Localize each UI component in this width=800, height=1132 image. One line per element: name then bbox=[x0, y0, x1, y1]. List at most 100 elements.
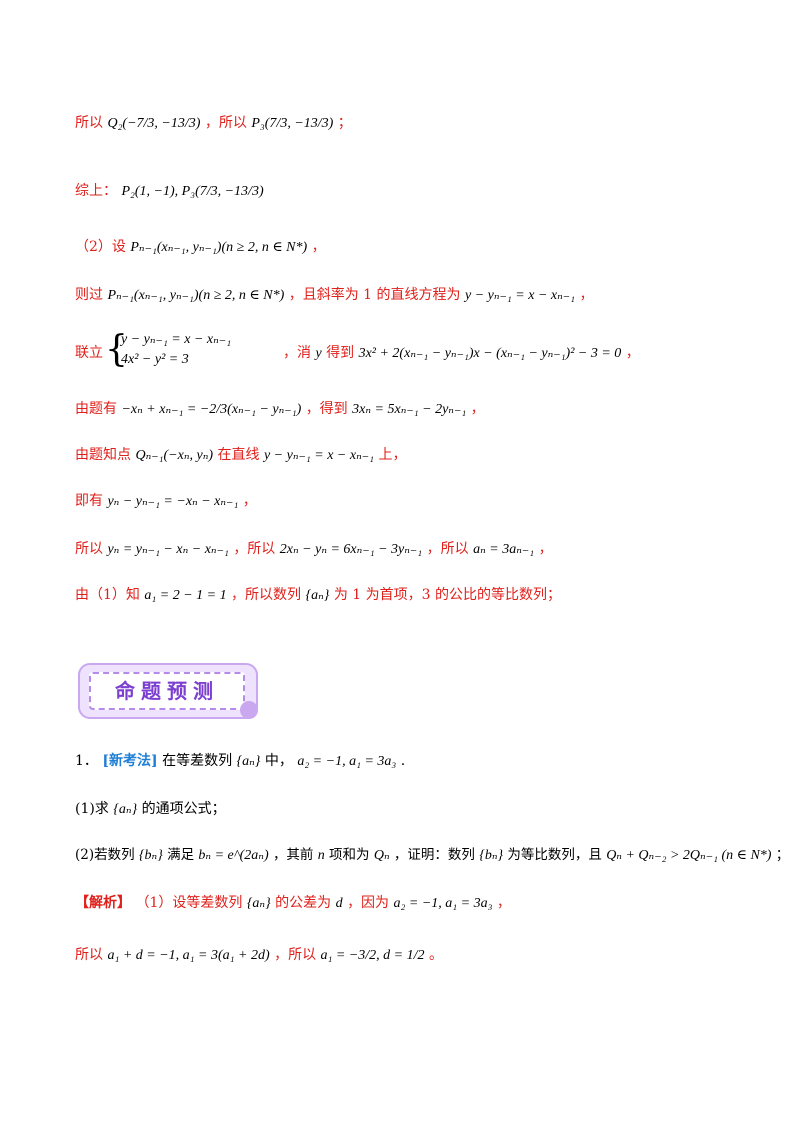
formula: a₁ = −3/2, d = 1/2 bbox=[320, 948, 425, 963]
text: 由（1）知 bbox=[75, 587, 140, 603]
text: 所以 bbox=[75, 115, 103, 131]
text: ，证明：数列 bbox=[393, 847, 475, 863]
formula: Qₙ + Qₙ₋₂ > 2Qₙ₋₁ (n ∈ N*) bbox=[606, 848, 772, 863]
formula: {bₙ} bbox=[479, 848, 504, 863]
text: 为 1 为首项，3 的公比的等比数列； bbox=[333, 587, 561, 603]
solution-line-10: 由（1）知 a₁ = 2 − 1 = 1 ，所以数列 {aₙ} 为 1 为首项，… bbox=[75, 584, 760, 607]
text: (2)若数列 bbox=[75, 847, 135, 863]
text: (1)求 bbox=[75, 801, 109, 817]
text: 由题有 bbox=[75, 401, 117, 417]
text: ，其前 bbox=[272, 847, 314, 863]
text: 所以 bbox=[75, 947, 103, 963]
formula: {aₙ} bbox=[236, 754, 261, 769]
formula: a₂ = −1, a₁ = 3a₃ bbox=[297, 754, 397, 769]
text: ， bbox=[579, 287, 594, 303]
text: （2）设 bbox=[75, 239, 126, 255]
text: ，所以 bbox=[204, 115, 247, 131]
solution-line-9: 所以 yₙ = yₙ₋₁ − xₙ − xₙ₋₁ ，所以 2xₙ − yₙ = … bbox=[75, 538, 760, 561]
text: 得到 bbox=[326, 345, 355, 361]
solution-line-7: 由题知点 Qₙ₋₁(−xₙ, yₙ) 在直线 y − yₙ₋₁ = x − xₙ… bbox=[75, 444, 760, 467]
formula: bₙ = e^(2aₙ) bbox=[198, 848, 269, 863]
text: ，所以数列 bbox=[231, 587, 302, 603]
formula: a₂ = −1, a₁ = 3a₃ bbox=[393, 896, 493, 911]
text: ； bbox=[337, 115, 352, 131]
text: 在等差数列 bbox=[162, 753, 233, 769]
formula: Q₂(−7/3, −13/3) bbox=[107, 116, 201, 131]
formula: Qₙ bbox=[373, 848, 390, 863]
analysis-line-1: 【解析】 （1）设等差数列 {aₙ} 的公差为 d ，因为 a₂ = −1, a… bbox=[75, 892, 760, 915]
formula: yₙ = yₙ₋₁ − xₙ − xₙ₋₁ bbox=[107, 542, 229, 557]
section-banner: 命题预测 bbox=[78, 663, 260, 721]
text: ， bbox=[625, 345, 640, 361]
formula: n bbox=[317, 848, 325, 863]
solution-line-1: 所以 Q₂(−7/3, −13/3) ，所以 P₃(7/3, −13/3) ； bbox=[75, 112, 760, 135]
solution-line-4: 则过 Pₙ₋₁(xₙ₋₁, yₙ₋₁)(n ≥ 2, n ∈ N*) ，且斜率为… bbox=[75, 284, 760, 307]
text: 为等比数列，且 bbox=[507, 847, 602, 863]
system-equation-2: 4x² − y² = 3 bbox=[121, 352, 189, 367]
brace-icon: { bbox=[105, 329, 128, 370]
question-number: 1． bbox=[75, 753, 98, 769]
text: ， bbox=[470, 401, 485, 417]
solution-line-8: 即有 yₙ − yₙ₋₁ = −xₙ − xₙ₋₁ ， bbox=[75, 490, 760, 513]
formula: {aₙ} bbox=[113, 802, 138, 817]
text: 项和为 bbox=[329, 847, 370, 863]
banner-decoration-icon bbox=[240, 701, 258, 719]
text: ，得到 bbox=[305, 401, 348, 417]
text: 的通项公式； bbox=[141, 801, 226, 817]
formula: Pₙ₋₁(xₙ₋₁, yₙ₋₁)(n ≥ 2, n ∈ N*) bbox=[130, 240, 308, 255]
text: ，所以 bbox=[274, 947, 317, 963]
text: ， bbox=[311, 239, 326, 255]
text: ， bbox=[242, 493, 257, 509]
formula: yₙ − yₙ₋₁ = −xₙ − xₙ₋₁ bbox=[107, 494, 239, 509]
formula: Pₙ₋₁(xₙ₋₁, yₙ₋₁)(n ≥ 2, n ∈ N*) bbox=[107, 288, 285, 303]
text: 综上： bbox=[75, 183, 117, 199]
formula: {bₙ} bbox=[138, 848, 163, 863]
banner-inner-frame bbox=[89, 672, 245, 710]
formula: −xₙ + xₙ₋₁ = −2/3(xₙ₋₁ − yₙ₋₁) bbox=[121, 402, 302, 417]
text: 则过 bbox=[75, 287, 103, 303]
formula: {aₙ} bbox=[246, 896, 271, 911]
formula: 3x² + 2(xₙ₋₁ − yₙ₋₁)x − (xₙ₋₁ − yₙ₋₁)² −… bbox=[358, 346, 622, 361]
text: ，因为 bbox=[347, 895, 390, 911]
formula: P₂(1, −1), P₃(7/3, −13/3) bbox=[121, 184, 264, 199]
text: ， bbox=[496, 895, 511, 911]
text: ，且斜率为 1 的直线方程为 bbox=[288, 287, 461, 303]
formula: a₁ + d = −1, a₁ = 3(a₁ + 2d) bbox=[107, 948, 270, 963]
formula: a₁ = 2 − 1 = 1 bbox=[144, 588, 227, 603]
section-title: 命题预测 bbox=[115, 679, 219, 703]
analysis-tag: 【解析】 bbox=[75, 895, 131, 911]
solution-line-5: 联立 { y − yₙ₋₁ = x − xₙ₋₁ 4x² − y² = 3 ，消… bbox=[75, 329, 760, 374]
analysis-line-2: 所以 a₁ + d = −1, a₁ = 3(a₁ + 2d) ，所以 a₁ =… bbox=[75, 944, 760, 967]
text: 上， bbox=[378, 447, 407, 463]
formula: d bbox=[335, 896, 343, 911]
question-tag: [新考法] bbox=[102, 753, 158, 769]
formula: 2xₙ − yₙ = 6xₙ₋₁ − 3yₙ₋₁ bbox=[279, 542, 423, 557]
text: 所以 bbox=[75, 541, 103, 557]
formula: Qₙ₋₁(−xₙ, yₙ) bbox=[135, 448, 214, 463]
text: 联立 bbox=[75, 345, 103, 361]
text: 中， bbox=[264, 753, 293, 769]
text: ，消 bbox=[283, 345, 311, 361]
text: 即有 bbox=[75, 493, 103, 509]
text: ，所以 bbox=[233, 541, 276, 557]
formula: {aₙ} bbox=[305, 588, 330, 603]
text: 在直线 bbox=[217, 447, 260, 463]
text: ； bbox=[775, 847, 790, 863]
text: 由题知点 bbox=[75, 447, 131, 463]
question-part-1: (1)求 {aₙ} 的通项公式； bbox=[75, 798, 760, 821]
system-equation-1: y − yₙ₋₁ = x − xₙ₋₁ bbox=[121, 332, 232, 347]
solution-line-2: 综上： P₂(1, −1), P₃(7/3, −13/3) bbox=[75, 180, 760, 203]
text: 的公差为 bbox=[275, 895, 332, 911]
solution-line-3: （2）设 Pₙ₋₁(xₙ₋₁, yₙ₋₁)(n ≥ 2, n ∈ N*) ， bbox=[75, 236, 760, 259]
text: 。 bbox=[428, 947, 443, 963]
question-line: 1． [新考法] 在等差数列 {aₙ} 中， a₂ = −1, a₁ = 3a₃… bbox=[75, 750, 760, 773]
formula: aₙ = 3aₙ₋₁ bbox=[473, 542, 535, 557]
text: . bbox=[400, 753, 406, 769]
formula: 3xₙ = 5xₙ₋₁ − 2yₙ₋₁ bbox=[352, 402, 467, 417]
text: ，所以 bbox=[426, 541, 469, 557]
formula: y bbox=[315, 346, 322, 361]
question-part-2: (2)若数列 {bₙ} 满足 bₙ = e^(2aₙ) ，其前 n 项和为 Qₙ… bbox=[75, 844, 789, 867]
text: 满足 bbox=[167, 847, 195, 863]
formula: y − yₙ₋₁ = x − xₙ₋₁ bbox=[464, 288, 576, 303]
text: ， bbox=[538, 541, 553, 557]
